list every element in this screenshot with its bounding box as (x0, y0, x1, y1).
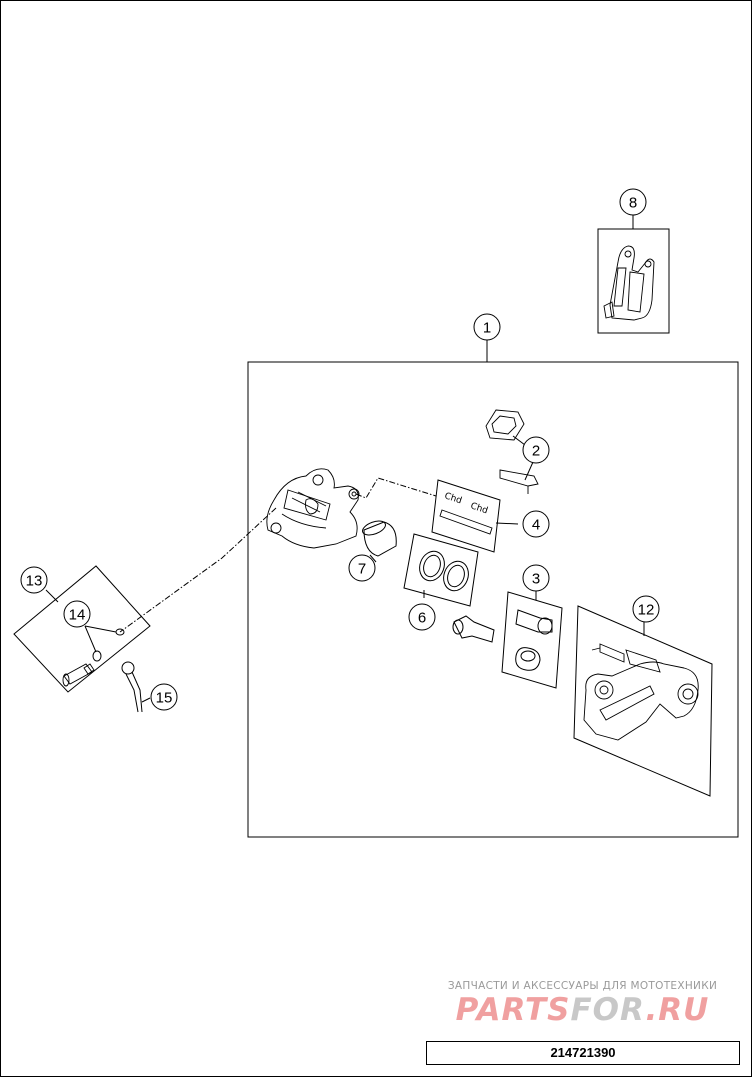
callout-label-13: 13 (26, 573, 43, 590)
callout-label-6: 6 (418, 610, 426, 627)
watermark-subtitle: ЗАПЧАСТИ И АКСЕССУАРЫ ДЛЯ МОТОТЕХНИКИ (447, 980, 718, 992)
piston-drawing (362, 520, 397, 557)
svg-text:Chd: Chd (443, 491, 463, 506)
watermark-brand-c: .RU (645, 992, 710, 1028)
callout-label-3: 3 (532, 571, 540, 588)
callout-circle-13 (20, 566, 48, 594)
callout-circle-1 (473, 313, 501, 341)
callout-circle-8 (619, 188, 647, 216)
callout-label-4: 4 (532, 517, 540, 534)
seal-kit-box-6 (403, 533, 479, 607)
bracket-box-12 (573, 605, 713, 797)
brake-hose-drawing (121, 661, 143, 713)
callout-circle-2 (522, 436, 550, 464)
watermark: ЗАПЧАСТИ И АКСЕССУАРЫ ДЛЯ МОТОТЕХНИКИ PA… (420, 980, 745, 1030)
sealing-rings-drawing (92, 628, 125, 662)
callout-label-12: 12 (638, 602, 655, 619)
pins-drawing: Chd Chd (439, 491, 493, 535)
assembly-box-1 (247, 361, 739, 838)
brake-pads-drawing (603, 245, 655, 321)
caliper-bracket-drawing (583, 643, 699, 741)
caliper-body-drawing (266, 468, 360, 549)
callout-circle-4 (522, 510, 550, 538)
callout-circle-15 (150, 683, 178, 711)
watermark-brand-b: FOR (570, 992, 646, 1028)
watermark-brand: PARTSFOR.RU (420, 992, 745, 1028)
pin-kit-box-4 (431, 479, 501, 553)
callout-circle-3 (522, 564, 550, 592)
callout-label-1: 1 (483, 320, 491, 337)
small-parts-box-13 (13, 565, 151, 693)
boots-drawing (515, 609, 553, 671)
part-number-box: 214721390 (426, 1041, 740, 1065)
boot-kit-box-3 (501, 591, 563, 689)
banjo-bolt-drawing (62, 663, 95, 687)
callout-label-15: 15 (156, 690, 173, 707)
callout-circle-7 (348, 554, 376, 582)
callout-circle-14 (63, 600, 91, 628)
callout-label-8: 8 (629, 195, 637, 212)
callout-circle-12 (632, 595, 660, 623)
pad-clip-drawing (485, 409, 539, 494)
callout-label-7: 7 (358, 561, 366, 578)
seals-drawing (419, 550, 469, 592)
svg-text:Chd: Chd (469, 501, 489, 516)
callout-label-14: 14 (69, 607, 86, 624)
guide-bolt-drawing (452, 615, 495, 643)
callout-circle-6 (408, 603, 436, 631)
callout-label-2: 2 (532, 443, 540, 460)
watermark-brand-a: PARTS (455, 992, 571, 1028)
